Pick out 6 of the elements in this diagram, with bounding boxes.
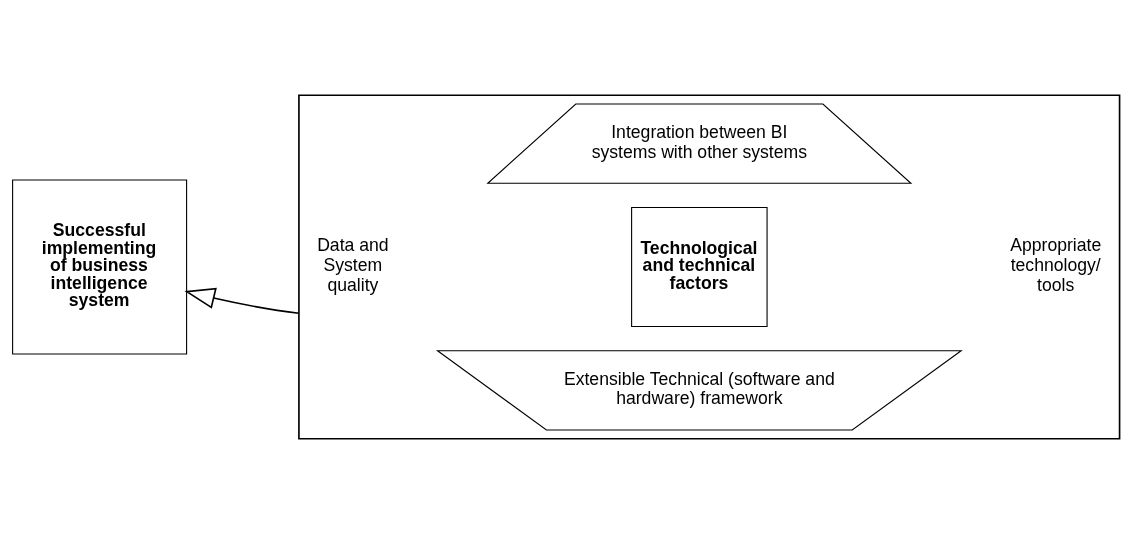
arrow <box>184 287 300 314</box>
cluster <box>298 93 1121 440</box>
node-text: Data and System quality <box>317 234 389 295</box>
node-box: Technological and technical factors <box>631 206 768 327</box>
node-text: Appropriate technology/ tools <box>1010 234 1102 295</box>
node-box: Successful implementing of business intelligence system <box>12 178 188 355</box>
